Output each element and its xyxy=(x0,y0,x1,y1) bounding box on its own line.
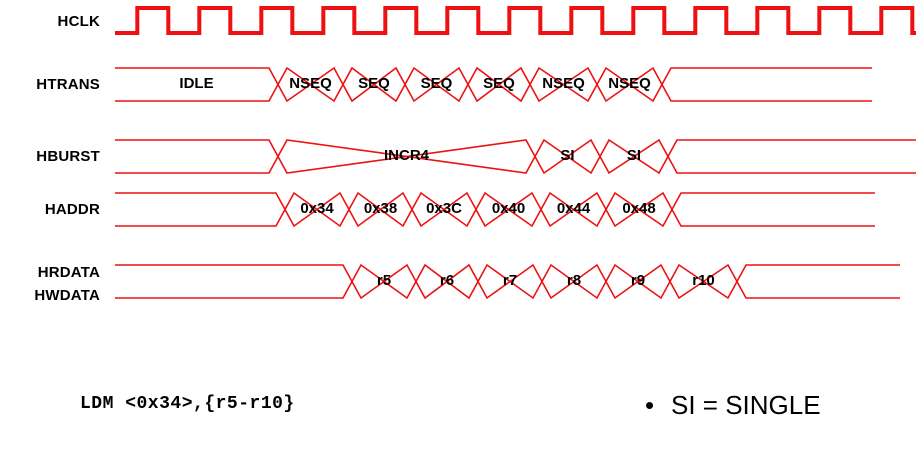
signal-label-hburst: HBURST xyxy=(36,148,100,165)
signal-label-hclk: HCLK xyxy=(57,13,100,30)
hclk-waveform xyxy=(115,6,916,35)
legend-label: SI = SINGLE xyxy=(671,390,821,420)
legend-item-si: • SI = SINGLE xyxy=(645,390,821,421)
htrans-waveform xyxy=(115,66,872,103)
signal-label-htrans: HTRANS xyxy=(36,76,100,93)
bullet-icon: • xyxy=(645,390,655,420)
hdata-waveform xyxy=(115,263,900,300)
signal-label-hwdata: HWDATA xyxy=(34,287,100,304)
hburst-waveform xyxy=(115,138,916,175)
haddr-waveform xyxy=(115,191,875,228)
signal-label-hrdata: HRDATA xyxy=(37,264,100,281)
signal-label-haddr: HADDR xyxy=(44,201,100,218)
instruction-text: LDM <0x34>,{r5-r10} xyxy=(80,394,295,414)
